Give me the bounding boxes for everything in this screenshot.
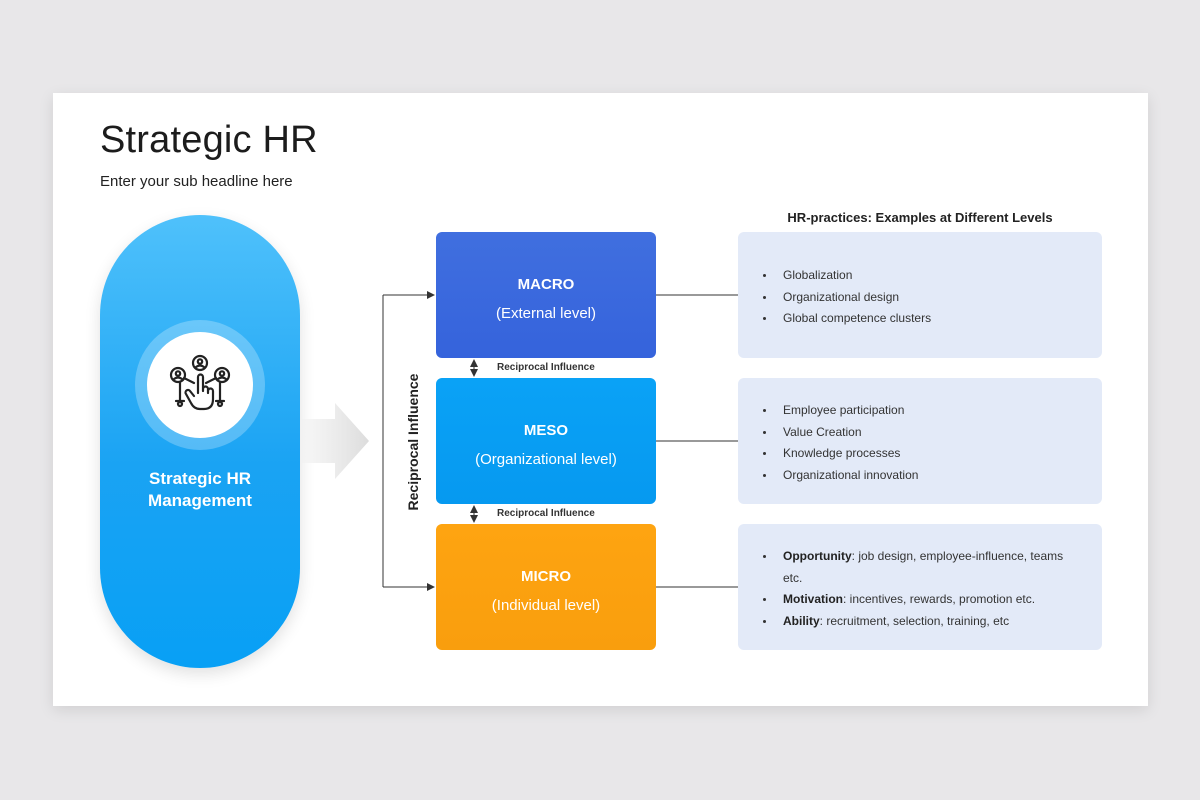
right-arrow-icon bbox=[301, 403, 369, 479]
strategic-hr-pill: Strategic HR Management bbox=[100, 215, 300, 668]
list-item: Organizational design bbox=[763, 287, 1102, 309]
reciprocal-label-2: Reciprocal Influence bbox=[497, 508, 595, 519]
practices-heading: HR-practices: Examples at Different Leve… bbox=[787, 210, 1053, 225]
list-item: Employee participation bbox=[763, 400, 1102, 422]
micro-title: MICRO bbox=[521, 568, 571, 585]
reciprocal-label-1: Reciprocal Influence bbox=[497, 362, 595, 373]
list-item: Globalization bbox=[763, 265, 1102, 287]
pill-label: Strategic HR Management bbox=[148, 469, 252, 510]
micro-subtitle: (Individual level) bbox=[491, 597, 601, 614]
term-text: : incentives, rewards, promotion etc. bbox=[843, 592, 1036, 606]
macro-subtitle: (External level) bbox=[495, 305, 597, 322]
meso-title: MESO bbox=[523, 422, 569, 439]
meso-practices-panel: Employee participation Value Creation Kn… bbox=[738, 378, 1102, 504]
macro-practices-panel: Globalization Organizational design Glob… bbox=[738, 232, 1102, 358]
slide: Strategic HR Enter your sub headline her… bbox=[53, 93, 1148, 706]
micro-box: MICRO (Individual level) bbox=[436, 524, 656, 650]
list-item: Global competence clusters bbox=[763, 308, 1102, 330]
slide-title: Strategic HR bbox=[100, 119, 318, 161]
term-text: : job design, employee-influence, teams … bbox=[783, 549, 1064, 585]
list-item: Motivation: incentives, rewards, promoti… bbox=[763, 589, 1080, 611]
hand-touch-network-icon bbox=[169, 354, 231, 411]
term-motivation: Motivation bbox=[783, 592, 843, 606]
list-item: Knowledge processes bbox=[763, 443, 1102, 465]
term-ability: Ability bbox=[783, 613, 820, 628]
term-text: : recruitment, selection, training, etc bbox=[819, 613, 1010, 628]
meso-subtitle: (Organizational level) bbox=[475, 451, 617, 468]
meso-box: MESO (Organizational level) bbox=[436, 378, 656, 504]
list-item: Ability: recruitment, selection, trainin… bbox=[763, 611, 1080, 633]
list-item: Organizational innovation bbox=[763, 465, 1102, 487]
icon-circle bbox=[147, 332, 253, 438]
list-item: Value Creation bbox=[763, 422, 1102, 444]
list-item: Opportunity: job design, employee-influe… bbox=[763, 546, 1080, 589]
connector-lines bbox=[382, 291, 738, 591]
term-opportunity: Opportunity bbox=[783, 549, 852, 563]
macro-title: MACRO bbox=[517, 276, 575, 293]
slide-subtitle: Enter your sub headline here bbox=[100, 173, 293, 190]
macro-box: MACRO (External level) bbox=[436, 232, 656, 358]
icon-halo bbox=[135, 320, 265, 450]
micro-practices-panel: Opportunity: job design, employee-influe… bbox=[738, 524, 1102, 650]
